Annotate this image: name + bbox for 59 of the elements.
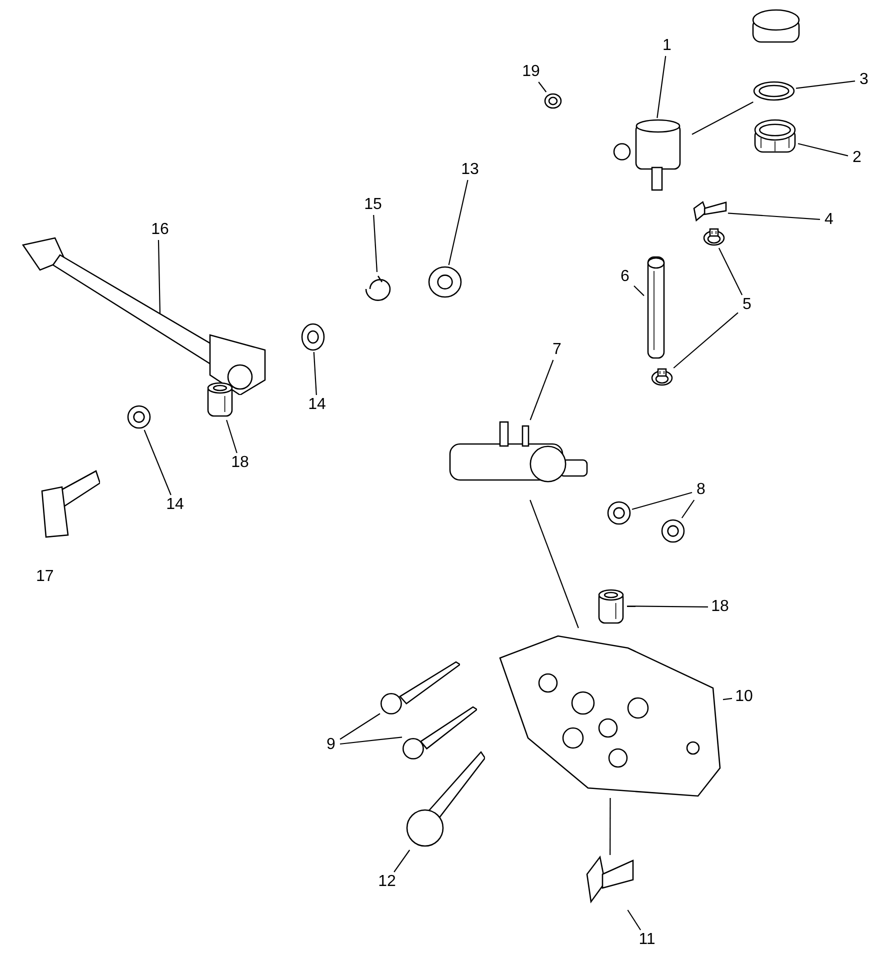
leader-line xyxy=(448,180,468,266)
assembly-line xyxy=(610,798,611,855)
callout-number: 1 xyxy=(658,36,676,56)
leader-line xyxy=(673,312,738,368)
leader-line xyxy=(373,214,378,272)
leader-line xyxy=(340,736,402,745)
leader-line xyxy=(340,713,380,740)
callout-number: 17 xyxy=(36,567,54,587)
callout-number: 19 xyxy=(520,62,542,82)
callout-number: 14 xyxy=(305,395,329,415)
assembly-line xyxy=(692,102,754,135)
callout-number: 7 xyxy=(548,340,566,360)
longbolt-drawing xyxy=(380,660,460,716)
callout-number: 12 xyxy=(375,872,399,892)
leader-line xyxy=(144,430,172,496)
leader-line xyxy=(796,80,856,89)
callout-number: 4 xyxy=(820,210,838,230)
leader-line xyxy=(681,500,695,518)
grommet-drawing xyxy=(606,500,632,526)
callout-number: 16 xyxy=(148,220,172,240)
callout-number: 9 xyxy=(322,735,340,755)
clamp-drawing xyxy=(702,228,726,248)
longbolt-drawing xyxy=(402,705,477,761)
bolt-drawing xyxy=(692,200,728,224)
leader-line xyxy=(226,420,238,454)
callout-number: 6 xyxy=(616,267,634,287)
callout-number: 2 xyxy=(848,148,866,168)
leader-line xyxy=(313,352,317,396)
callout-number: 5 xyxy=(738,295,756,315)
leader-line xyxy=(722,698,732,700)
washer-drawing xyxy=(427,265,463,299)
leader-line xyxy=(798,143,848,156)
callout-number: 8 xyxy=(692,480,710,500)
callout-number: 18 xyxy=(228,453,252,473)
callout-number: 13 xyxy=(458,160,482,180)
callout-number: 15 xyxy=(362,195,384,215)
callout-number: 11 xyxy=(635,930,659,950)
callout-number: 3 xyxy=(855,70,873,90)
callout-number: 18 xyxy=(708,597,732,617)
leader-line xyxy=(632,492,692,510)
leader-line xyxy=(718,248,743,296)
clamp-drawing xyxy=(650,368,674,388)
leader-line xyxy=(394,850,410,872)
leader-line xyxy=(158,240,161,314)
leader-line xyxy=(530,360,554,420)
assembly-line xyxy=(530,500,579,628)
callout-number: 10 xyxy=(732,687,756,707)
leader-line xyxy=(627,606,708,608)
leader-line xyxy=(728,212,820,220)
grommet-drawing xyxy=(660,518,686,544)
leader-line xyxy=(627,910,642,930)
leader-line xyxy=(656,56,666,118)
leader-line xyxy=(634,285,644,296)
nut-drawing xyxy=(543,92,563,110)
seal-drawing xyxy=(752,80,796,102)
bushing-drawing xyxy=(126,404,152,430)
leader-line xyxy=(538,82,547,92)
bushing-drawing xyxy=(300,322,326,352)
callout-number: 14 xyxy=(163,495,187,515)
